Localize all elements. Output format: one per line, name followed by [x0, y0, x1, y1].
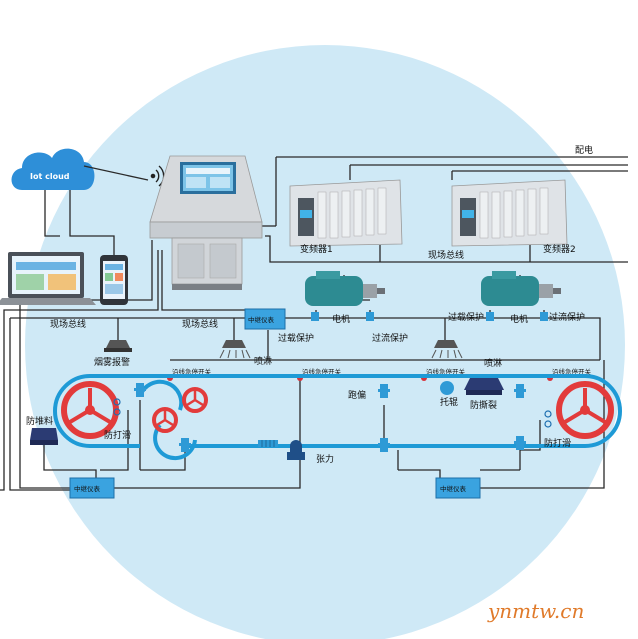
smoke-alarm-icon [104, 340, 132, 352]
motor-right-icon [481, 271, 561, 306]
deviation-label: 跑偏 [348, 389, 366, 401]
antislip-left-icon [113, 398, 121, 416]
fieldbus-label-top: 现场总线 [428, 249, 464, 261]
spray-left-label: 喷淋 [254, 355, 272, 367]
snub-pulley-2 [152, 407, 178, 433]
power-label: 配电 [575, 144, 593, 156]
motor-left-icon [305, 271, 385, 306]
overcurrent-left-sensor [366, 312, 374, 321]
smoke-alarm-label: 烟雾报警 [94, 356, 130, 368]
overload-right-label: 过载保护 [448, 311, 484, 323]
cloud-label: Iot cloud [30, 172, 70, 181]
relay-top [244, 308, 286, 330]
spray-left-icon [219, 340, 251, 359]
idler-label: 托辊 [440, 396, 458, 408]
estop-label-2: 沿线急停开关 [302, 367, 342, 376]
antislip-right-icon [544, 410, 552, 428]
spray-right-label: 喷淋 [484, 357, 502, 369]
cloud-icon [11, 148, 95, 190]
overcurrent-left-label: 过流保护 [372, 332, 408, 344]
tension-sensor-icon [258, 440, 305, 460]
estop-label-4: 沿线急停开关 [552, 367, 592, 376]
cloud-laptop-link [44, 190, 60, 237]
relay-bottom-left-label: 中继仪表 [74, 484, 101, 493]
cloud-phone-link [69, 190, 115, 255]
deviation-switch-icon [134, 383, 526, 452]
cloud-console-link [83, 165, 149, 181]
overcurrent-right-label: 过流保护 [549, 311, 585, 323]
antislip-right-label: 防打滑 [544, 437, 571, 449]
fieldbus-label-left2: 现场总线 [182, 318, 218, 330]
tension-label: 张力 [316, 453, 334, 465]
snub-pulley-1 [182, 387, 208, 413]
vfd-cabinet-2 [451, 179, 568, 247]
relay-bottom-right [435, 477, 481, 499]
drive-wheel-left [61, 381, 119, 439]
relay-bottom-left [69, 477, 115, 499]
estop-label-3: 沿线急停开关 [426, 367, 466, 376]
relay-bottom-right-label: 中继仪表 [440, 484, 467, 493]
phone-icon [100, 255, 128, 305]
overload-right-sensor [486, 312, 494, 321]
watermark: ynmtw.cn [487, 599, 584, 623]
control-console [149, 155, 263, 290]
power-lines [275, 156, 628, 226]
estop-label-1: 沿线急停开关 [172, 367, 212, 376]
conveyor-belt [53, 374, 622, 461]
pileup-label: 防堆料 [26, 415, 53, 427]
tear-detector-icon [464, 378, 504, 395]
pileup-sensor-icon [30, 428, 58, 445]
vfd-cabinet-1 [289, 179, 403, 247]
overload-left-sensor [311, 312, 319, 321]
overload-left-label: 过载保护 [278, 332, 314, 344]
overcurrent-right-sensor [540, 312, 548, 321]
motor-right-label: 电机 [510, 313, 528, 325]
idler-icon [440, 381, 454, 395]
motor-left-label: 电机 [332, 313, 350, 325]
laptop-icon [0, 252, 96, 305]
fieldbus-label-left1: 现场总线 [50, 318, 86, 330]
spray-right-icon [431, 340, 463, 359]
antislip-left-label: 防打滑 [104, 429, 131, 441]
vfd2-label: 变频器2 [543, 243, 576, 255]
drive-wheel-right [556, 381, 614, 439]
tear-label: 防撕裂 [470, 399, 497, 411]
relay-top-label: 中继仪表 [248, 315, 275, 324]
vfd1-label: 变频器1 [300, 243, 333, 255]
